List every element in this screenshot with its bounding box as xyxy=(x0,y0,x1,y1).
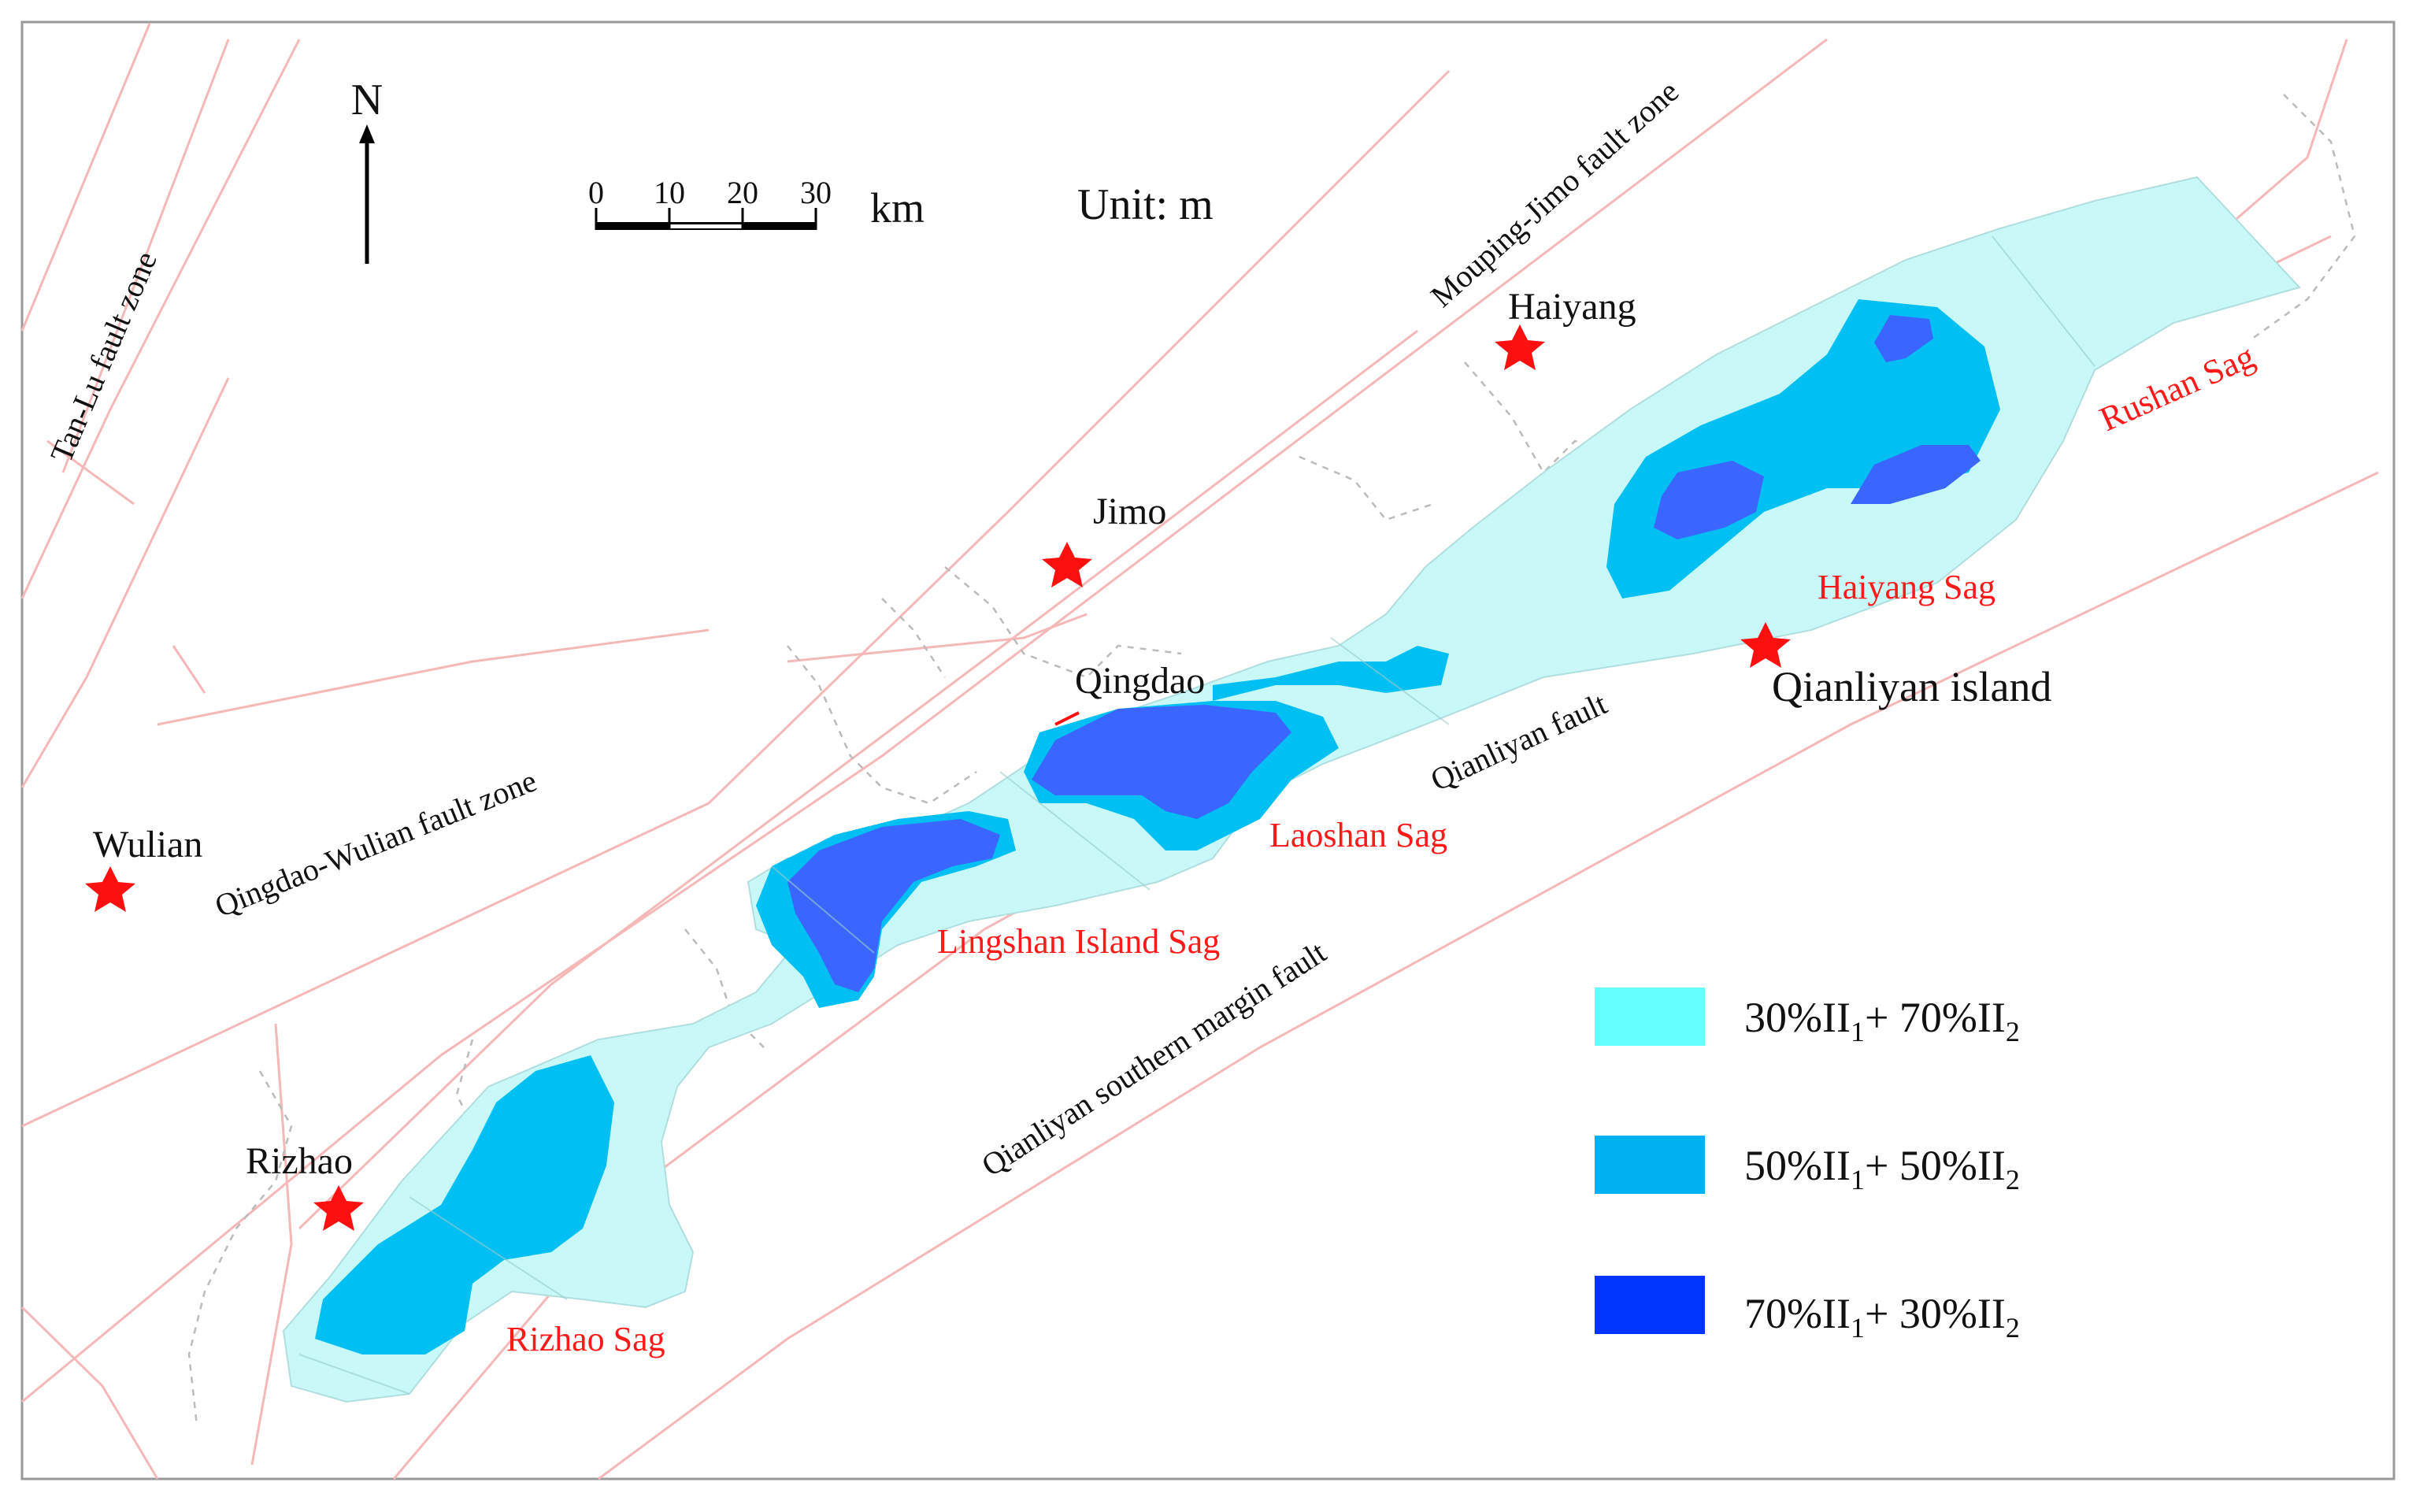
scale-bar: 0 10 20 30 km xyxy=(588,175,925,232)
star-icon xyxy=(85,866,135,912)
north-label: N xyxy=(351,76,383,124)
legend: 30%II1+ 70%II2 50%II1+ 50%II2 70%II1+ 30… xyxy=(1595,988,2020,1343)
city-label-qingdao: Qingdao xyxy=(1075,660,1205,702)
scale-unit: km xyxy=(870,184,925,232)
svg-text:70%II1+ 30%II2: 70%II1+ 30%II2 xyxy=(1744,1290,2020,1343)
city-label-qianliyan: Qianliyan island xyxy=(1772,663,2051,710)
sag-label-haiyang: Haiyang Sag xyxy=(1818,568,1995,606)
city-wulian: Wulian xyxy=(85,824,202,912)
svg-text:50%II1+ 50%II2: 50%II1+ 50%II2 xyxy=(1744,1142,2020,1195)
star-icon xyxy=(1042,542,1092,587)
city-label-haiyang: Haiyang xyxy=(1508,286,1636,328)
sag-label-laoshan: Laoshan Sag xyxy=(1269,816,1447,854)
city-qingdao: Qingdao xyxy=(1054,660,1205,726)
svg-text:30%II1+ 70%II2: 30%II1+ 70%II2 xyxy=(1744,994,2020,1047)
city-haiyang: Haiyang xyxy=(1495,286,1636,370)
cities: Haiyang Jimo Qingdao Qianliyan island Wu… xyxy=(85,286,2051,1231)
star-icon xyxy=(1740,622,1791,668)
city-label-jimo: Jimo xyxy=(1093,491,1166,532)
sag-label-lingshan: Lingshan Island Sag xyxy=(937,922,1220,961)
unit-label: Unit: m xyxy=(1077,180,1214,229)
scale-tick-30: 30 xyxy=(800,175,832,210)
city-label-wulian: Wulian xyxy=(93,824,202,865)
scale-tick-0: 0 xyxy=(588,175,604,210)
city-qianliyan: Qianliyan island xyxy=(1740,622,2051,710)
city-jimo: Jimo xyxy=(1042,491,1166,587)
legend-swatch-light xyxy=(1595,988,1705,1046)
sag-label-rizhao: Rizhao Sag xyxy=(506,1320,665,1358)
dark-zones xyxy=(787,315,1981,992)
scale-tick-20: 20 xyxy=(727,175,758,210)
city-label-rizhao: Rizhao xyxy=(246,1140,353,1182)
city-rizhao: Rizhao xyxy=(246,1140,364,1231)
star-icon xyxy=(313,1185,364,1231)
scale-tick-10: 10 xyxy=(654,175,685,210)
legend-item-dark: 70%II1+ 30%II2 xyxy=(1595,1276,2020,1343)
star-icon xyxy=(1495,324,1545,370)
north-arrow: N xyxy=(351,76,383,264)
legend-swatch-mid xyxy=(1595,1136,1705,1194)
legend-item-light: 30%II1+ 70%II2 xyxy=(1595,988,2020,1047)
zone-dividers xyxy=(298,235,2095,1395)
legend-swatch-dark xyxy=(1595,1276,1705,1334)
legend-item-mid: 50%II1+ 50%II2 xyxy=(1595,1136,2020,1195)
